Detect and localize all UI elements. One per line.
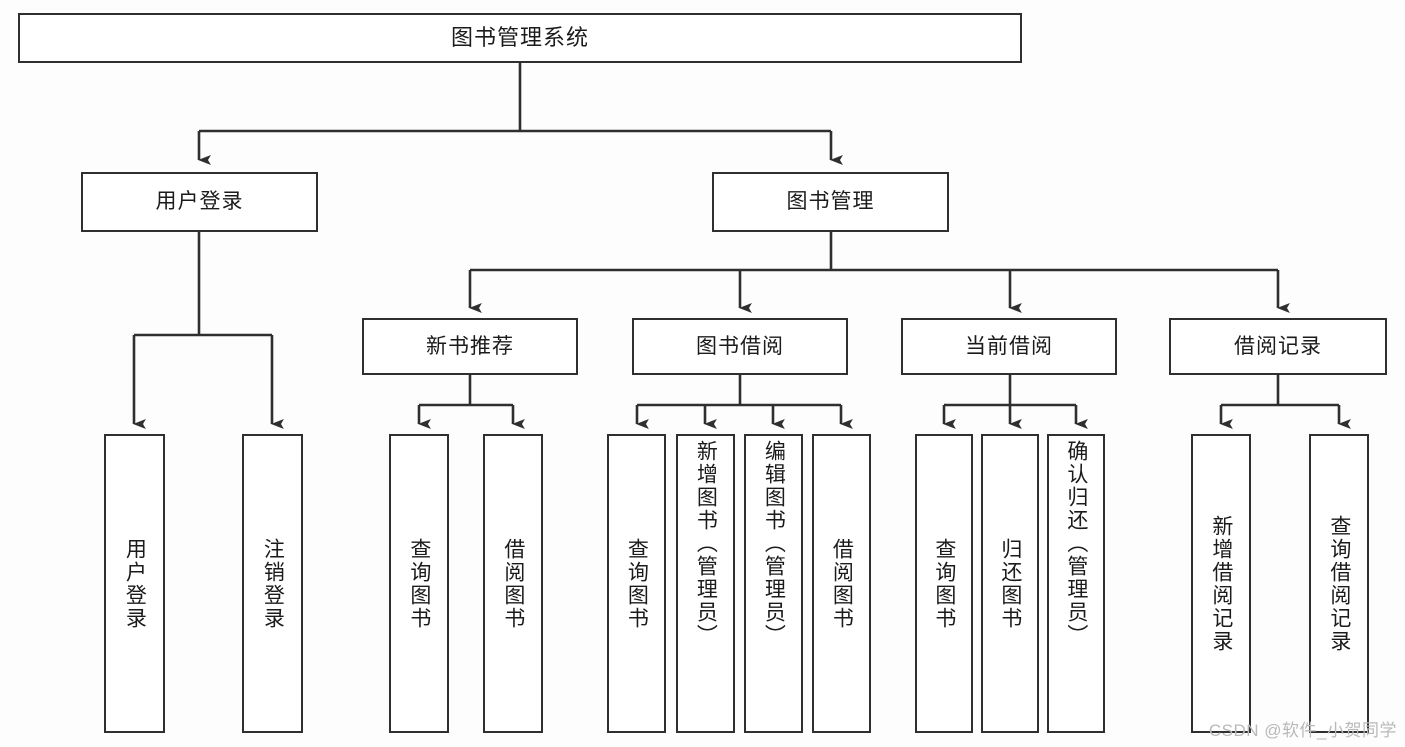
leaf-nb-query-book-label: 查询图书 — [407, 537, 431, 630]
leaf-bb-add-book[interactable]: 新增图书（管理员） — [676, 434, 735, 733]
leaf-br-add-record[interactable]: 新增借阅记录 — [1191, 434, 1251, 733]
leaf-bb-borrow-book-label: 借阅图书 — [830, 537, 854, 630]
leaf-cb-return-book-label: 归还图书 — [998, 537, 1022, 630]
leaf-bb-add-book-label: 新增图书（管理员） — [694, 440, 718, 647]
node-current-borrow[interactable]: 当前借阅 — [901, 318, 1117, 375]
node-root-book-management-system[interactable]: 图书管理系统 — [18, 13, 1022, 63]
node-book-management[interactable]: 图书管理 — [712, 172, 949, 232]
node-root-label: 图书管理系统 — [450, 24, 589, 50]
leaf-br-query-record-label: 查询借阅记录 — [1327, 514, 1351, 653]
node-borrow-record-label: 借阅记录 — [1234, 334, 1322, 358]
leaf-cb-query-book-label: 查询图书 — [932, 537, 956, 630]
leaf-logout-label: 注销登录 — [261, 537, 285, 630]
node-new-book-recommend[interactable]: 新书推荐 — [362, 318, 578, 375]
leaf-bb-edit-book[interactable]: 编辑图书（管理员） — [744, 434, 803, 733]
node-book-borrow-label: 图书借阅 — [696, 334, 784, 358]
leaf-cb-return-book[interactable]: 归还图书 — [981, 434, 1039, 733]
node-borrow-record[interactable]: 借阅记录 — [1169, 318, 1387, 375]
leaf-cb-confirm-return[interactable]: 确认归还（管理员） — [1047, 434, 1105, 733]
leaf-bb-edit-book-label: 编辑图书（管理员） — [762, 440, 786, 647]
leaf-nb-borrow-book[interactable]: 借阅图书 — [483, 434, 543, 733]
leaf-nb-query-book[interactable]: 查询图书 — [389, 434, 449, 733]
leaf-br-add-record-label: 新增借阅记录 — [1209, 514, 1233, 653]
node-current-borrow-label: 当前借阅 — [965, 334, 1053, 358]
leaf-bb-borrow-book[interactable]: 借阅图书 — [812, 434, 871, 733]
node-user-login-label: 用户登录 — [155, 190, 244, 214]
leaf-br-query-record[interactable]: 查询借阅记录 — [1309, 434, 1369, 733]
leaf-user-login-label: 用户登录 — [123, 537, 147, 630]
node-book-management-label: 图书管理 — [786, 190, 875, 214]
leaf-nb-borrow-book-label: 借阅图书 — [501, 537, 525, 630]
leaf-cb-query-book[interactable]: 查询图书 — [915, 434, 973, 733]
leaf-logout[interactable]: 注销登录 — [242, 434, 303, 733]
leaf-cb-confirm-return-label: 确认归还（管理员） — [1064, 440, 1088, 647]
leaf-bb-query-book-label: 查询图书 — [625, 537, 649, 630]
node-new-book-recommend-label: 新书推荐 — [426, 334, 514, 358]
leaf-bb-query-book[interactable]: 查询图书 — [607, 434, 666, 733]
node-user-login[interactable]: 用户登录 — [81, 172, 318, 232]
node-book-borrow[interactable]: 图书借阅 — [632, 318, 848, 375]
leaf-user-login[interactable]: 用户登录 — [104, 434, 165, 733]
